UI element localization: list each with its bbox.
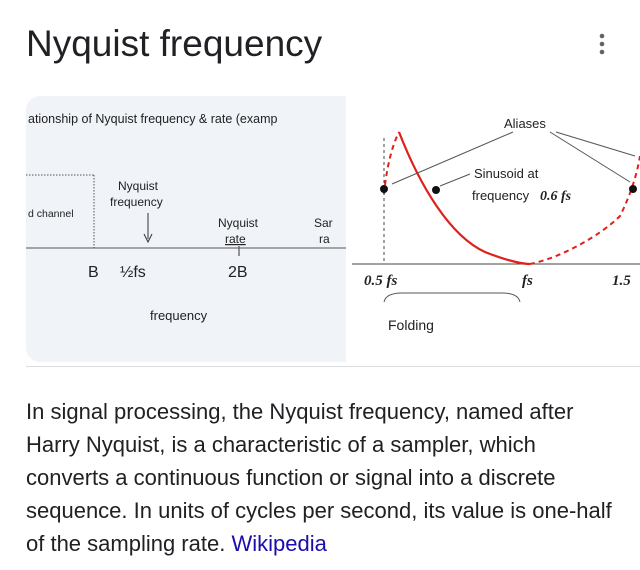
sinusoid-curve (397, 131, 531, 266)
aliases-label: Aliases (504, 116, 546, 131)
sinusoid-frequency-value: 0.6 fs (540, 189, 572, 204)
alias-point (629, 185, 637, 193)
sinusoid-frequency-label: frequency (472, 188, 530, 203)
description-text: In signal processing, the Nyquist freque… (26, 399, 612, 556)
sinusoid-pointer-line (439, 173, 471, 187)
arrow-head-icon (143, 233, 153, 244)
description-paragraph: In signal processing, the Nyquist freque… (26, 395, 618, 560)
nyquist-diagram-image[interactable]: ationship of Nyquist frequency & rate (e… (26, 96, 346, 362)
sampling-rate-label: Sar (314, 216, 333, 230)
header: Nyquist frequency (26, 18, 626, 74)
tick-label-2b: 2B (228, 264, 248, 281)
tick-label-half-fs: 0.5 fs (364, 273, 397, 289)
nyquist-frequency-label: Nyquist (118, 179, 159, 193)
sinusoid-label: Sinusoid at (474, 166, 539, 181)
alias-point (380, 185, 388, 193)
nyquist-frequency-label: frequency (110, 195, 163, 209)
tick-label-half-fs: ½fs (120, 264, 146, 281)
image-caption: ationship of Nyquist frequency & rate (e… (28, 112, 277, 126)
page-title: Nyquist frequency (26, 23, 323, 64)
more-options-button[interactable] (584, 26, 620, 62)
folding-bracket (383, 292, 521, 303)
frequency-axis-label: frequency (150, 308, 208, 323)
sample-point (432, 186, 440, 194)
folding-label: Folding (388, 317, 434, 333)
tick-label-1-5: 1.5 (612, 273, 631, 289)
alias-curve-left (383, 131, 400, 195)
alias-pointer-line (555, 131, 636, 157)
alias-pointer-line (391, 131, 514, 185)
wikipedia-source-link[interactable]: Wikipedia (231, 531, 327, 556)
image-strip: ationship of Nyquist frequency & rate (e… (26, 96, 640, 366)
nyquist-rate-label: rate (225, 232, 246, 246)
tick-label-fs: fs (522, 273, 533, 289)
alias-curve-right (529, 155, 640, 265)
section-divider (26, 366, 640, 367)
aliasing-diagram-image[interactable]: Aliases Sinusoid at frequency 0.6 fs 0.5… (350, 96, 640, 362)
channel-label: d channel (28, 208, 74, 220)
sampling-rate-label: ra (319, 232, 330, 246)
tick-label-b: B (88, 264, 99, 281)
more-vertical-icon (599, 33, 605, 55)
alias-pointer-line (549, 131, 631, 183)
nyquist-rate-label: Nyquist (218, 216, 259, 230)
